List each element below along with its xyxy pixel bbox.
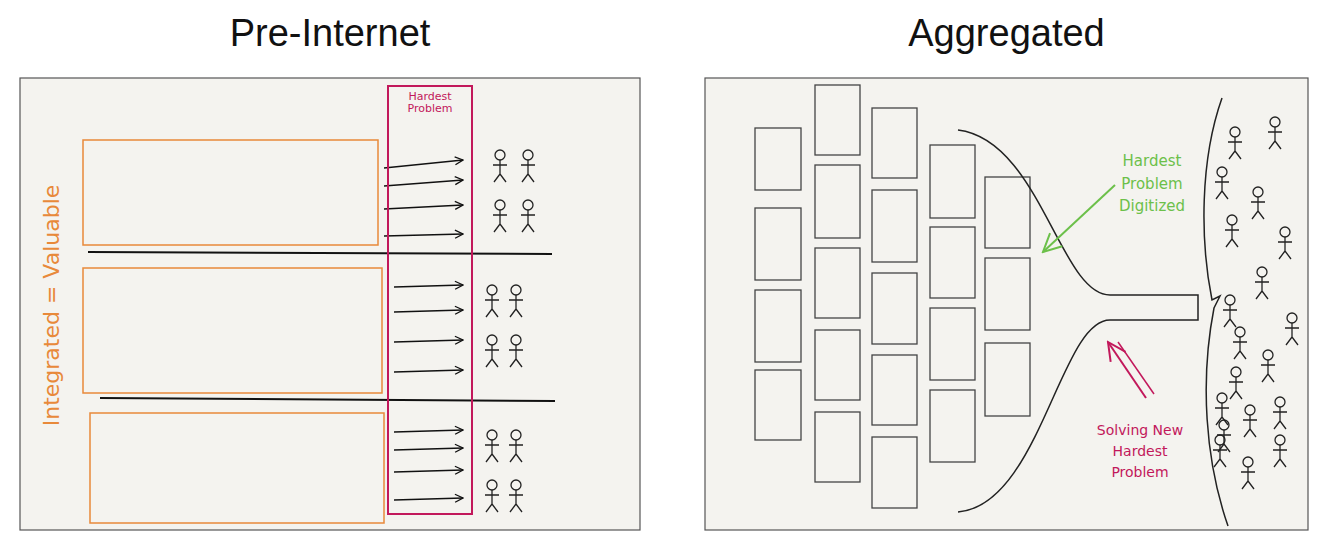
stick-figures bbox=[485, 117, 1299, 512]
stick-figure bbox=[1243, 405, 1257, 437]
arrow bbox=[394, 285, 463, 287]
stick-figure bbox=[509, 430, 523, 462]
hardest-problem-band: Hardest Problem bbox=[387, 85, 473, 515]
aggregated-boxes bbox=[755, 85, 1030, 508]
arrow bbox=[394, 340, 463, 342]
stick-figure bbox=[1228, 127, 1242, 159]
integrated-boxes bbox=[83, 140, 384, 523]
panel: Aggregated bbox=[705, 78, 1308, 530]
delivery-arrows bbox=[384, 160, 463, 500]
stick-figure bbox=[1223, 295, 1237, 327]
vertical-label: Integrated = Valuable bbox=[40, 184, 65, 426]
panel-ground bbox=[705, 78, 1308, 530]
stick-figure bbox=[1215, 167, 1229, 199]
arrow bbox=[384, 160, 463, 168]
stick-figure bbox=[1268, 117, 1282, 149]
stick-figure bbox=[485, 335, 499, 367]
funnel bbox=[958, 98, 1228, 526]
arrow bbox=[394, 498, 463, 500]
note-red: Solving New Hardest Problem bbox=[1085, 420, 1195, 483]
arrow bbox=[394, 448, 463, 450]
panel-frame bbox=[705, 78, 1308, 530]
arrow bbox=[394, 310, 463, 312]
stick-figure bbox=[1285, 313, 1299, 345]
stick-figure bbox=[1251, 187, 1265, 219]
arrow bbox=[384, 205, 463, 209]
stick-figure bbox=[485, 480, 499, 512]
stick-figure bbox=[521, 150, 535, 182]
panel-title: Aggregated bbox=[705, 12, 1308, 55]
stick-figure bbox=[1229, 367, 1243, 399]
panel: Pre-InternetHardest Problem bbox=[20, 78, 640, 530]
stick-figure bbox=[1217, 420, 1231, 452]
panel-title: Pre-Internet bbox=[20, 12, 640, 55]
stick-figure bbox=[1255, 267, 1269, 299]
stick-figure bbox=[509, 335, 523, 367]
stick-figure bbox=[1241, 457, 1255, 489]
stick-figure bbox=[1273, 397, 1287, 429]
stick-figure bbox=[1278, 227, 1292, 259]
stick-figure bbox=[485, 285, 499, 317]
arrow bbox=[394, 430, 463, 432]
arrow bbox=[384, 180, 463, 186]
red-arrow bbox=[1108, 342, 1146, 398]
stick-figure bbox=[1213, 435, 1227, 467]
arrow bbox=[384, 234, 463, 236]
stick-figure bbox=[1261, 350, 1275, 382]
arrow bbox=[394, 470, 463, 472]
stick-figure bbox=[1225, 215, 1239, 247]
stick-figure bbox=[485, 430, 499, 462]
stick-figure bbox=[509, 285, 523, 317]
arrow bbox=[394, 370, 463, 372]
note-green: Hardest Problem Digitized bbox=[1112, 150, 1192, 218]
green-arrow bbox=[1043, 185, 1115, 252]
stick-figure bbox=[493, 150, 507, 182]
divider-lines bbox=[88, 252, 555, 401]
band-label: Hardest Problem bbox=[389, 87, 471, 119]
stick-figure bbox=[493, 200, 507, 232]
stick-figure bbox=[1273, 435, 1287, 467]
red-arrow bbox=[1118, 342, 1154, 394]
panel-ground bbox=[20, 78, 640, 530]
stick-figure bbox=[521, 200, 535, 232]
panel-frame bbox=[20, 78, 640, 530]
stick-figure bbox=[1233, 327, 1247, 359]
stick-figure bbox=[509, 480, 523, 512]
